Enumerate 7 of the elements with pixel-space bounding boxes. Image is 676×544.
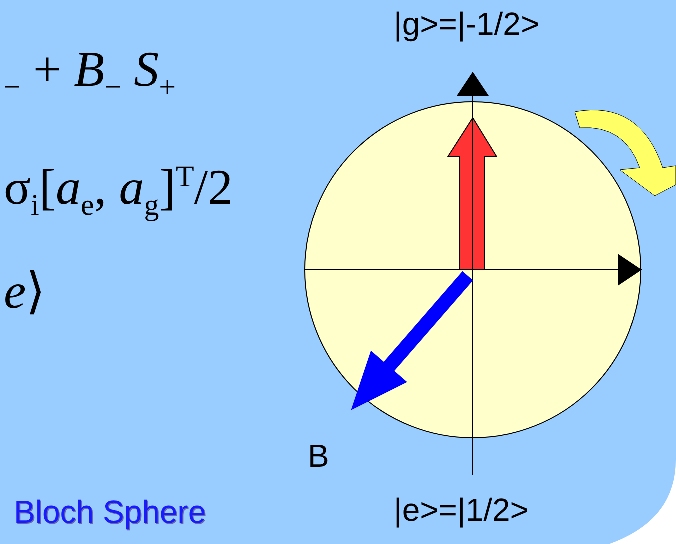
formula-text: σ$_{i}$[a$_{e}$, a$_{g}$]$^{T}$/2 <box>4 158 234 223</box>
formula-text: e⟩ <box>4 262 46 320</box>
state-label: |g>=|-1/2> <box>394 6 540 43</box>
formula-text: $_{−}$ + B$_{−}$ S$_{+}$ <box>4 40 176 105</box>
caption: Bloch Sphere <box>14 494 206 531</box>
state-label: |e>=|1/2> <box>394 492 529 529</box>
vector-label: B <box>308 438 330 475</box>
